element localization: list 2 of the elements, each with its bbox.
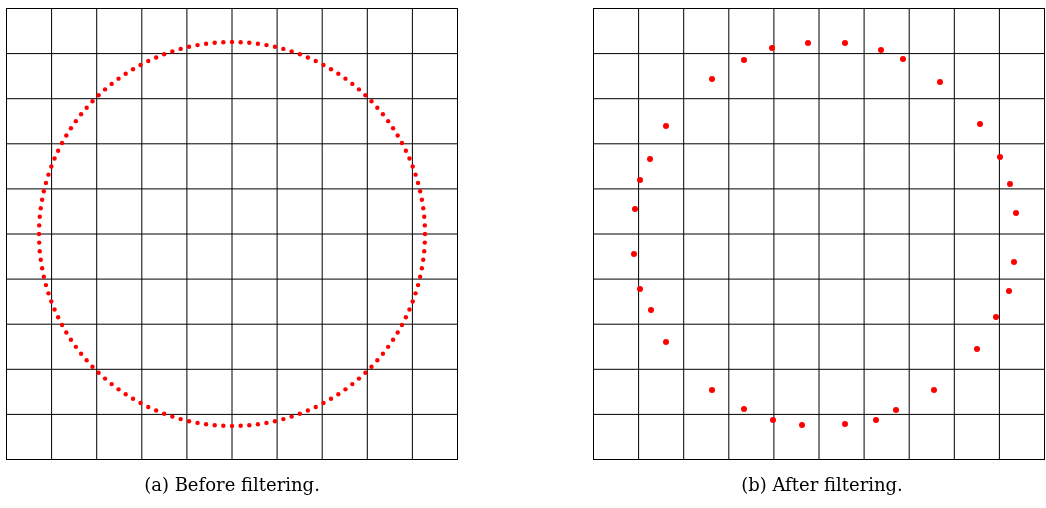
figure-caption: (b) After filtering. xyxy=(741,474,903,495)
figure-caption: (a) Before filtering. xyxy=(144,474,320,495)
